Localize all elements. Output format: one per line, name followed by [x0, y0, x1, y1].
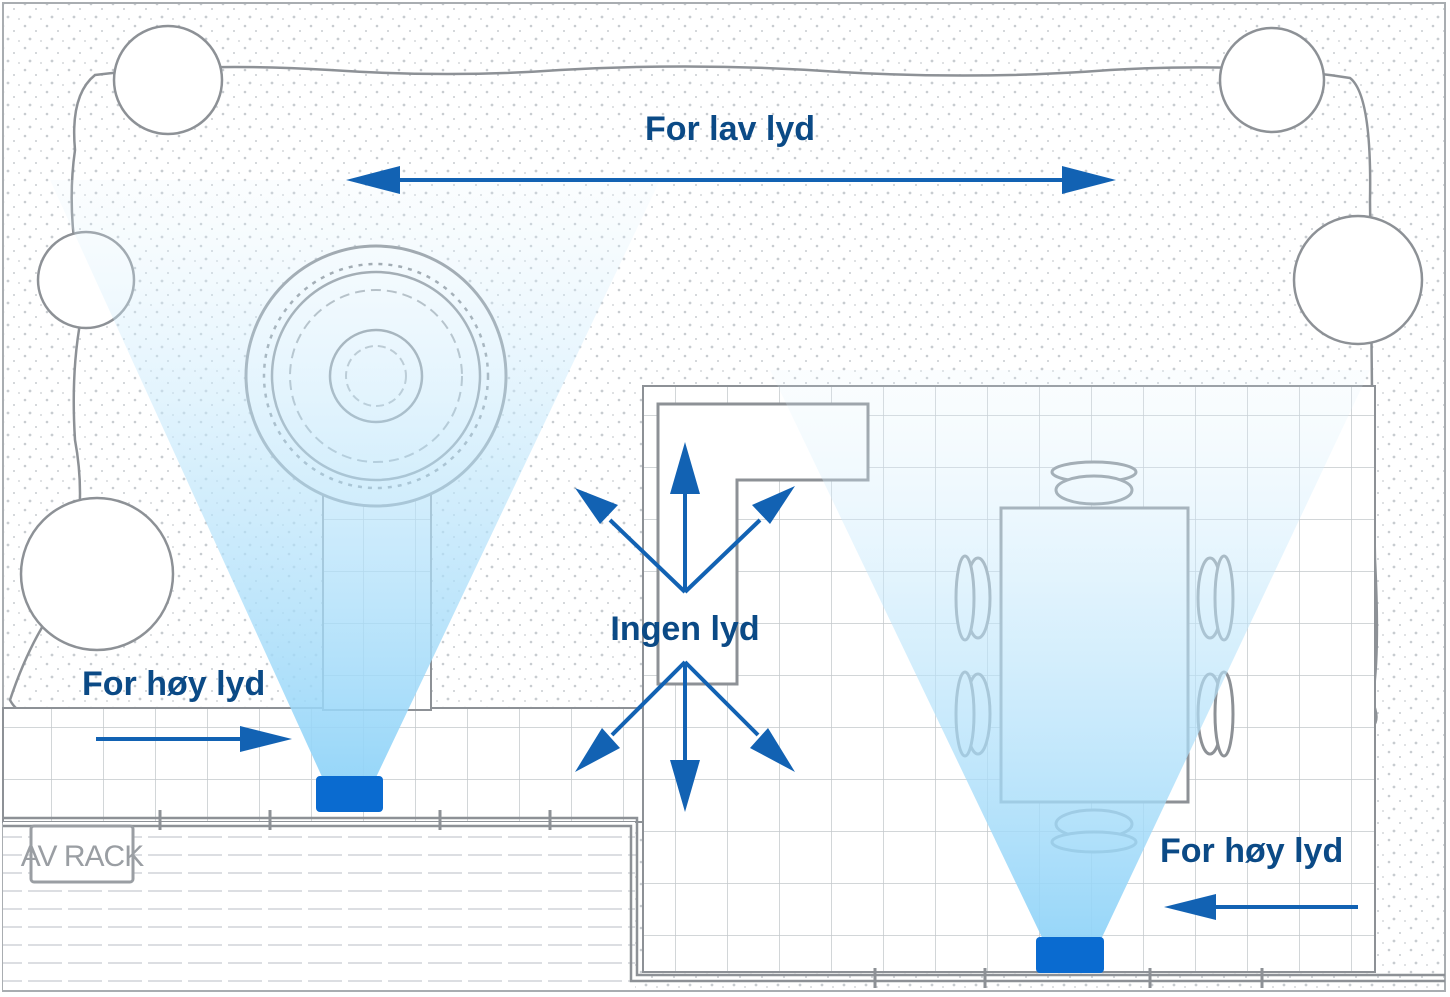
wall-posts: [158, 810, 1264, 988]
shrub-top-right: [1218, 26, 1326, 134]
no-sound-burst-arrows: [575, 442, 795, 812]
no-sound-label: Ingen lyd: [610, 610, 759, 648]
left-speaker-coverage: [50, 180, 660, 790]
low-sound-label: For lav lyd: [645, 110, 815, 148]
right-speaker: [1036, 937, 1104, 973]
right-speaker-coverage: [770, 370, 1370, 950]
av-rack-label: AV RACK: [21, 840, 144, 873]
left-speaker: [316, 776, 383, 812]
high-sound-left-arrow: [96, 726, 292, 752]
lawn-area: [8, 65, 1379, 732]
high-sound-left-label: For høy lyd: [82, 665, 265, 703]
high-sound-right-label: For høy lyd: [1160, 832, 1343, 870]
shrub-right: [1292, 214, 1424, 346]
low-sound-span-arrow: [346, 166, 1116, 194]
house-wall: [3, 816, 1445, 983]
high-sound-right-arrow: [1164, 894, 1358, 920]
shrub-top-left: [112, 24, 224, 136]
av-rack: AV RACK: [21, 824, 145, 884]
shrub-bottom-left: [19, 496, 175, 652]
